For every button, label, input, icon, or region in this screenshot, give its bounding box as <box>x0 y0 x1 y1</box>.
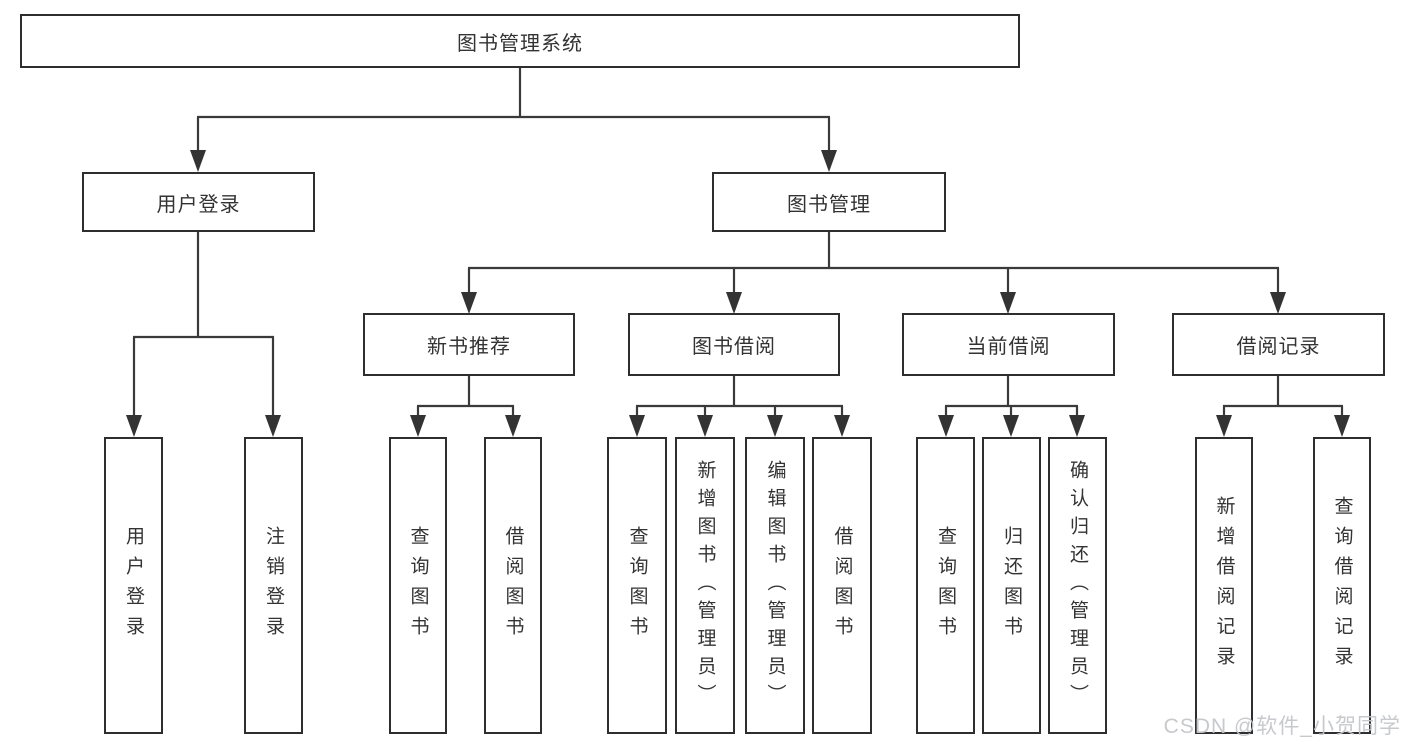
node-current-borrowing: 当前借阅 <box>902 313 1115 376</box>
leaf-borrow-books: 借阅图书 <box>812 437 872 734</box>
leaf-query-borrow-record: 查询借阅记录 <box>1313 437 1371 734</box>
node-book-borrowing: 图书借阅 <box>628 313 840 376</box>
leaf-edit-books-admin: 编辑图书（管理员） <box>745 437 805 734</box>
leaf-borrow-books-recommend: 借阅图书 <box>484 437 542 734</box>
leaf-query-books-recommend: 查询图书 <box>389 437 447 734</box>
node-user-login: 用户登录 <box>82 172 315 232</box>
node-book-management: 图书管理 <box>712 172 946 232</box>
leaf-logout: 注销登录 <box>244 437 303 734</box>
leaf-query-books-current: 查询图书 <box>916 437 975 734</box>
csdn-watermark: CSDN @软件_小贺同学 <box>1163 715 1401 738</box>
leaf-add-borrow-record: 新增借阅记录 <box>1195 437 1253 734</box>
leaf-query-books-borrow: 查询图书 <box>607 437 667 734</box>
leaf-add-books-admin: 新增图书（管理员） <box>675 437 735 734</box>
node-new-book-recommendation: 新书推荐 <box>363 313 575 376</box>
leaf-user-login: 用户登录 <box>104 437 163 734</box>
node-library-management-system: 图书管理系统 <box>20 14 1020 68</box>
leaf-confirm-return-admin: 确认归还（管理员） <box>1048 437 1107 734</box>
node-borrowing-records: 借阅记录 <box>1172 313 1385 376</box>
leaf-return-books: 归还图书 <box>982 437 1041 734</box>
